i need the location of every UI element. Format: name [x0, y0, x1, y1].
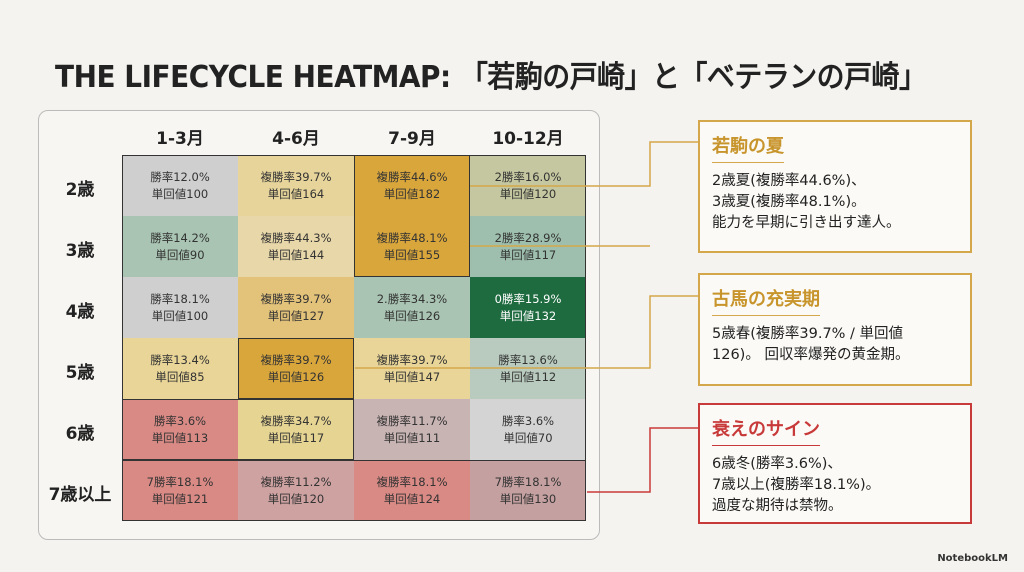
callout-line: 3歳夏(複勝率48.1%)。 [712, 194, 866, 210]
return-value: 単回値155 [383, 247, 441, 262]
callout-line: 5歳春(複勝率39.7% / 単回値 [712, 326, 904, 342]
callout-line: 7歳以上(複勝率18.1%)。 [712, 477, 881, 493]
heatmap-cell: 複勝率48.1% 単回値155 [354, 216, 470, 277]
win-rate: 勝率13.4% [150, 352, 210, 367]
return-value: 単回値121 [151, 491, 209, 506]
return-value: 単回値126 [383, 308, 441, 323]
callout-title: 衰えのサイン [712, 415, 820, 446]
callout-young-summer: 若駒の夏 2歳夏(複勝率44.6%)、 3歳夏(複勝率48.1%)。 能力を早期… [698, 120, 972, 253]
win-rate: 複勝率39.7% [260, 169, 332, 184]
return-value: 単回値126 [267, 369, 325, 384]
row-header: 4歳 [65, 302, 95, 322]
heatmap-cell: 2.勝率34.3% 単回値126 [354, 277, 470, 338]
return-value: 単回値70 [503, 430, 553, 445]
callout-prime: 古馬の充実期 5歳春(複勝率39.7% / 単回値 126)。 回収率爆発の黄金… [698, 273, 972, 386]
return-value: 単回値100 [151, 186, 209, 201]
return-value: 単回値132 [499, 308, 557, 323]
heatmap-cell: 勝率3.6% 単回値70 [470, 399, 586, 460]
return-value: 単回値85 [155, 369, 205, 384]
return-value: 単回値111 [383, 430, 441, 445]
callout-line: 2歳夏(複勝率44.6%)、 [712, 173, 866, 189]
callout-line: 6歳冬(勝率3.6%)、 [712, 456, 842, 472]
heatmap-cell: 複勝率39.7% 単回値164 [238, 155, 354, 216]
win-rate: 7勝率18.1% [146, 474, 214, 489]
win-rate: 複勝率11.7% [376, 413, 448, 428]
win-rate: 複勝率11.2% [260, 474, 332, 489]
callout-line: 126)。 回収率爆発の黄金期。 [712, 347, 910, 363]
return-value: 単回値90 [155, 247, 205, 262]
return-value: 単回値117 [267, 430, 325, 445]
return-value: 単回値182 [383, 186, 441, 201]
win-rate: 2.勝率34.3% [376, 291, 448, 306]
heatmap-cell: 複勝率39.7% 単回値126 [238, 338, 354, 399]
heatmap-cell: 0勝率15.9% 単回値132 [470, 277, 586, 338]
win-rate: 複勝率18.1% [376, 474, 448, 489]
heatmap-cell: 複勝率11.2% 単回値120 [238, 460, 354, 521]
win-rate: 7勝率18.1% [494, 474, 562, 489]
win-rate: 2勝率16.0% [494, 169, 562, 184]
callout-title: 若駒の夏 [712, 132, 784, 163]
connector-prime [355, 295, 698, 369]
page-title: THE LIFECYCLE HEATMAP: 「若駒の戸崎」と「ベテランの戸崎」 [55, 60, 927, 95]
win-rate: 勝率3.6% [153, 413, 207, 428]
return-value: 単回値120 [267, 491, 325, 506]
win-rate: 勝率12.0% [150, 169, 210, 184]
win-rate: 勝率13.6% [498, 352, 558, 367]
column-header: 1-3月 [156, 129, 204, 149]
win-rate: 複勝率44.6% [376, 169, 448, 184]
column-header: 7-9月 [388, 129, 436, 149]
row-header: 3歳 [65, 241, 95, 261]
connector-summer [470, 141, 698, 187]
heatmap-cell: 複勝率34.7% 単回値117 [238, 399, 354, 460]
heatmap-cell: 複勝率39.7% 単回値127 [238, 277, 354, 338]
callout-line: 過度な期待は禁物。 [712, 498, 843, 514]
column-header: 10-12月 [492, 129, 564, 149]
return-value: 単回値147 [383, 369, 441, 384]
win-rate: 複勝率39.7% [260, 352, 332, 367]
notebooklm-logo: NotebookLM [937, 553, 1008, 564]
row-header: 6歳 [65, 424, 95, 444]
callout-decline: 衰えのサイン 6歳冬(勝率3.6%)、 7歳以上(複勝率18.1%)。 過度な期… [698, 403, 972, 524]
win-rate: 複勝率48.1% [376, 230, 448, 245]
return-value: 単回値117 [499, 247, 557, 262]
heatmap-cell: 勝率18.1% 単回値100 [122, 277, 238, 338]
return-value: 単回値127 [267, 308, 325, 323]
return-value: 単回値100 [151, 308, 209, 323]
highlight-outline [238, 338, 354, 399]
column-header: 4-6月 [272, 129, 320, 149]
heatmap-cell: 7勝率18.1% 単回値121 [122, 460, 238, 521]
return-value: 単回値124 [383, 491, 441, 506]
heatmap-cell: 勝率3.6% 単回値113 [122, 399, 238, 460]
win-rate: 複勝率34.7% [260, 413, 332, 428]
heatmap-cell: 複勝率11.7% 単回値111 [354, 399, 470, 460]
heatmap-cell: 複勝率18.1% 単回値124 [354, 460, 470, 521]
return-value: 単回値130 [499, 491, 557, 506]
return-value: 単回値112 [499, 369, 557, 384]
connector-decline [587, 427, 698, 493]
callout-line: 能力を早期に引き出す達人。 [712, 215, 901, 231]
heatmap-cell: 複勝率44.3% 単回値144 [238, 216, 354, 277]
row-header: 5歳 [65, 363, 95, 383]
heatmap-cell: 勝率14.2% 単回値90 [122, 216, 238, 277]
win-rate: 複勝率39.7% [260, 291, 332, 306]
return-value: 単回値164 [267, 186, 325, 201]
heatmap-cell: 勝率12.0% 単回値100 [122, 155, 238, 216]
win-rate: 2勝率28.9% [494, 230, 562, 245]
row-header: 7歳以上 [48, 485, 112, 505]
heatmap-cell: 7勝率18.1% 単回値130 [470, 460, 586, 521]
return-value: 単回値144 [267, 247, 325, 262]
return-value: 単回値113 [151, 430, 209, 445]
return-value: 単回値120 [499, 186, 557, 201]
win-rate: 複勝率39.7% [376, 352, 448, 367]
win-rate: 勝率14.2% [150, 230, 210, 245]
callout-title: 古馬の充実期 [712, 285, 820, 316]
win-rate: 勝率3.6% [501, 413, 555, 428]
win-rate: 0勝率15.9% [494, 291, 562, 306]
row-header: 2歳 [65, 180, 95, 200]
win-rate: 複勝率44.3% [260, 230, 332, 245]
heatmap-cell: 勝率13.4% 単回値85 [122, 338, 238, 399]
grid-border [122, 155, 586, 521]
win-rate: 勝率18.1% [150, 291, 210, 306]
heatmap-cell: 複勝率44.6% 単回値182 [354, 155, 470, 216]
